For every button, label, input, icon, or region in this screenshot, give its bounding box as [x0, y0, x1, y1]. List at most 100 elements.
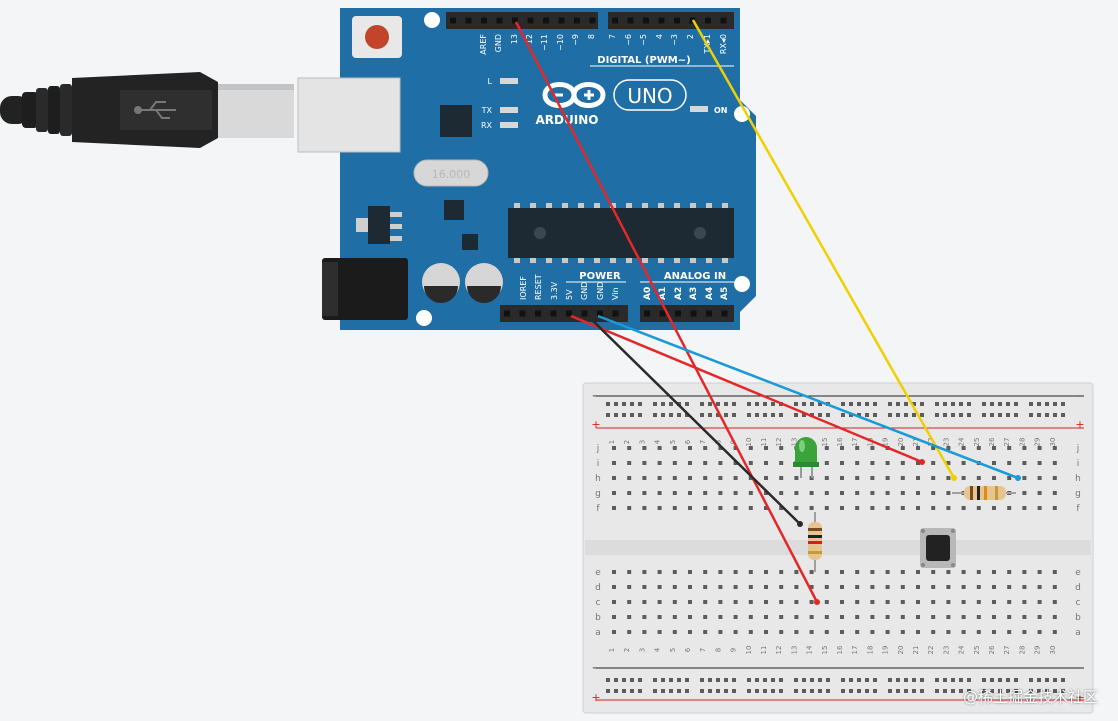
- breadboard-hole[interactable]: [900, 615, 905, 619]
- breadboard-hole[interactable]: [622, 413, 626, 417]
- breadboard-hole[interactable]: [888, 402, 892, 406]
- breadboard-hole[interactable]: [612, 600, 616, 604]
- breadboard-hole[interactable]: [841, 689, 845, 693]
- breadboard-hole[interactable]: [703, 585, 708, 589]
- breadboard-hole[interactable]: [920, 402, 924, 406]
- breadboard-hole[interactable]: [935, 413, 939, 417]
- breadboard-hole[interactable]: [840, 476, 844, 480]
- breadboard-hole[interactable]: [931, 630, 936, 634]
- breadboard-hole[interactable]: [764, 570, 768, 574]
- breadboard-hole[interactable]: [755, 678, 759, 682]
- breadboard-hole[interactable]: [669, 413, 673, 417]
- breadboard-hole[interactable]: [967, 678, 971, 682]
- header-pin-hole[interactable]: [496, 17, 503, 24]
- breadboard-hole[interactable]: [1052, 476, 1057, 480]
- breadboard-hole[interactable]: [718, 476, 723, 480]
- breadboard-hole[interactable]: [931, 600, 936, 604]
- wire-yellow-pin2[interactable]: [691, 19, 956, 479]
- breadboard-hole[interactable]: [990, 402, 994, 406]
- breadboard-hole[interactable]: [885, 506, 890, 510]
- breadboard-hole[interactable]: [657, 630, 662, 634]
- breadboard-hole[interactable]: [809, 491, 814, 495]
- breadboard-hole[interactable]: [718, 570, 723, 574]
- breadboard-hole[interactable]: [606, 678, 610, 682]
- breadboard-hole[interactable]: [779, 678, 783, 682]
- breadboard-hole[interactable]: [810, 678, 814, 682]
- breadboard-hole[interactable]: [612, 446, 616, 450]
- breadboard-hole[interactable]: [896, 402, 900, 406]
- breadboard-hole[interactable]: [733, 600, 738, 604]
- breadboard-hole[interactable]: [612, 476, 616, 480]
- breadboard-hole[interactable]: [976, 476, 981, 480]
- breadboard-hole[interactable]: [888, 689, 892, 693]
- breadboard-hole[interactable]: [916, 615, 920, 619]
- breadboard-hole[interactable]: [802, 678, 806, 682]
- breadboard-hole[interactable]: [627, 600, 632, 604]
- breadboard-hole[interactable]: [764, 491, 768, 495]
- breadboard-hole[interactable]: [888, 413, 892, 417]
- breadboard-hole[interactable]: [653, 402, 657, 406]
- breadboard-hole[interactable]: [802, 689, 806, 693]
- breadboard-hole[interactable]: [657, 461, 662, 465]
- breadboard-hole[interactable]: [672, 600, 677, 604]
- breadboard-hole[interactable]: [1022, 600, 1027, 604]
- breadboard-hole[interactable]: [733, 630, 738, 634]
- breadboard-hole[interactable]: [1006, 678, 1010, 682]
- breadboard-hole[interactable]: [976, 600, 981, 604]
- breadboard-hole[interactable]: [703, 446, 708, 450]
- breadboard-hole[interactable]: [1006, 689, 1010, 693]
- breadboard-hole[interactable]: [1037, 678, 1041, 682]
- breadboard-hole[interactable]: [943, 678, 947, 682]
- header-pin-hole[interactable]: [519, 310, 526, 317]
- breadboard-hole[interactable]: [826, 678, 830, 682]
- breadboard-hole[interactable]: [1007, 585, 1012, 589]
- breadboard-hole[interactable]: [824, 630, 829, 634]
- arduino-uno-board[interactable]: 16.000 L TX RX: [297, 8, 756, 330]
- breadboard-hole[interactable]: [657, 585, 662, 589]
- header-pin-hole[interactable]: [535, 310, 541, 317]
- breadboard-hole[interactable]: [826, 689, 830, 693]
- breadboard-hole[interactable]: [627, 615, 632, 619]
- breadboard-hole[interactable]: [857, 678, 861, 682]
- breadboard-hole[interactable]: [748, 446, 753, 450]
- breadboard-hole[interactable]: [855, 570, 860, 574]
- breadboard-hole[interactable]: [888, 678, 892, 682]
- breadboard-hole[interactable]: [763, 689, 767, 693]
- breadboard-hole[interactable]: [849, 413, 853, 417]
- breadboard-hole[interactable]: [951, 689, 955, 693]
- breadboard-hole[interactable]: [998, 402, 1002, 406]
- header-pin-hole[interactable]: [589, 17, 596, 24]
- breadboard-hole[interactable]: [998, 689, 1002, 693]
- breadboard-hole[interactable]: [612, 506, 616, 510]
- breadboard-hole[interactable]: [779, 585, 784, 589]
- breadboard-hole[interactable]: [855, 446, 860, 450]
- breadboard-hole[interactable]: [627, 630, 632, 634]
- breadboard-hole[interactable]: [824, 600, 829, 604]
- breadboard-hole[interactable]: [672, 446, 677, 450]
- breadboard-hole[interactable]: [716, 689, 720, 693]
- breadboard-hole[interactable]: [885, 461, 890, 465]
- breadboard-hole[interactable]: [627, 506, 632, 510]
- header-pin-hole[interactable]: [690, 310, 697, 317]
- breadboard-hole[interactable]: [672, 615, 677, 619]
- breadboard-hole[interactable]: [865, 413, 869, 417]
- breadboard-hole[interactable]: [653, 689, 657, 693]
- breadboard-hole[interactable]: [870, 615, 875, 619]
- breadboard-hole[interactable]: [685, 402, 689, 406]
- breadboard-hole[interactable]: [1037, 570, 1042, 574]
- breadboard-hole[interactable]: [1052, 570, 1057, 574]
- breadboard-hole[interactable]: [653, 413, 657, 417]
- breadboard-hole[interactable]: [724, 402, 728, 406]
- breadboard-hole[interactable]: [904, 402, 908, 406]
- breadboard-hole[interactable]: [976, 570, 981, 574]
- breadboard-hole[interactable]: [959, 689, 963, 693]
- breadboard-hole[interactable]: [703, 630, 708, 634]
- breadboard-hole[interactable]: [1061, 678, 1065, 682]
- breadboard-hole[interactable]: [672, 476, 677, 480]
- breadboard-hole[interactable]: [638, 413, 642, 417]
- breadboard-hole[interactable]: [998, 413, 1002, 417]
- breadboard-hole[interactable]: [612, 615, 616, 619]
- breadboard-hole[interactable]: [794, 491, 799, 495]
- breadboard-hole[interactable]: [771, 689, 775, 693]
- breadboard-hole[interactable]: [840, 615, 844, 619]
